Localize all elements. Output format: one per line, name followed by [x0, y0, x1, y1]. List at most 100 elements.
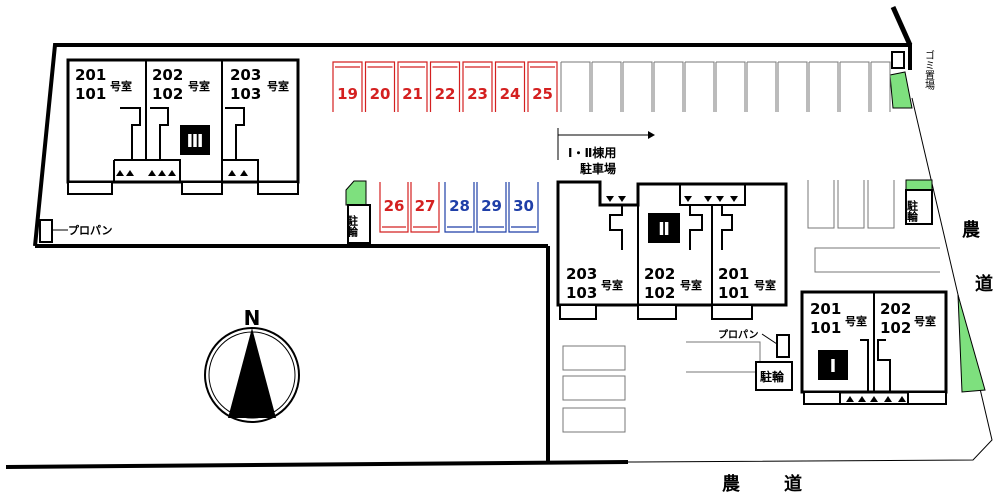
road-right-char-2: 道: [975, 273, 993, 295]
bike-mid-label: 駐輪: [760, 369, 785, 384]
b3-room-2-top: 202: [152, 66, 183, 84]
b1-room-2-top: 202: [880, 300, 911, 318]
b1-room-2-bottom: 102: [880, 319, 911, 337]
b2-room-2-bottom: 102: [644, 284, 675, 302]
bottom-wall: [5, 460, 629, 469]
building-2-label: Ⅱ: [658, 219, 670, 240]
building-1-label: Ⅰ: [830, 356, 837, 377]
road-bottom-char-2: 道: [784, 473, 802, 495]
building-2: Ⅱ 203 103 号室 202 102 号室 201 101 号室: [556, 180, 788, 320]
parking-space-22: 22: [429, 61, 461, 112]
building-1-stairs: [860, 339, 891, 392]
road-right-char-1: 農: [962, 220, 981, 241]
propane-right-leader: [761, 333, 778, 345]
site-boundary: [5, 5, 993, 469]
b2-room-1-suffix: 号室: [601, 278, 623, 292]
north-label: N: [244, 306, 261, 330]
propane-left-box: [39, 219, 53, 243]
parking-number: 23: [467, 85, 488, 103]
b1-room-1-bottom: 101: [810, 319, 841, 337]
bike-left-label: 駐輪: [346, 214, 359, 238]
parking-space-26: 26: [379, 182, 409, 233]
parking-space-28: 28: [444, 182, 475, 233]
b3-room-3-top: 203: [230, 66, 261, 84]
b1-room-1-suffix: 号室: [845, 314, 867, 328]
building-1-step-1: [803, 391, 841, 405]
parking-space-outline: [429, 61, 461, 112]
b3-room-2-bottom: 102: [152, 85, 183, 103]
parking-mid: 26 27 28 29 30: [379, 182, 539, 233]
building-3-door-markers: [116, 170, 248, 176]
parking-space-outline: [410, 182, 440, 233]
building-3-step-3: [257, 181, 299, 195]
building-1-entrance: [839, 392, 908, 405]
building-1-door-markers: [846, 396, 906, 402]
parking-space-outline: [379, 182, 409, 233]
building-2-door-markers: [606, 196, 738, 202]
parking-red-top: 19 20 21 22 23 24 25: [332, 61, 558, 112]
parking-space-outline: [494, 61, 526, 112]
north-west-wall: [33, 43, 912, 247]
green-strip-bike-right: [905, 179, 933, 191]
right-thin-boundary: [627, 97, 993, 463]
b3-room-3-bottom: 103: [230, 85, 261, 103]
parking-number: 25: [532, 85, 553, 103]
building-1: Ⅰ 201 101 号室 202 102 号室: [800, 290, 948, 405]
building-2-step-3: [711, 304, 753, 320]
parking-space-20: 20: [364, 61, 396, 112]
parking-number: 22: [435, 85, 456, 103]
b2-room-3-top: 201: [718, 265, 749, 283]
parking-number: 30: [513, 197, 534, 215]
parking-space-23: 23: [462, 61, 493, 112]
b2-room-1-bottom: 103: [566, 284, 597, 302]
gomi-box: [891, 51, 905, 69]
parking-space-30: 30: [508, 182, 539, 233]
bike-left-box: [347, 204, 371, 244]
b3-room-1-top: 201: [75, 66, 106, 84]
parking-white-top: [560, 61, 891, 112]
b3-room-1-suffix: 号室: [110, 79, 132, 93]
green-strip-gomi: [889, 71, 913, 109]
parking-space-outline: [476, 182, 507, 233]
parking-number: 20: [370, 85, 391, 103]
b3-room-2-suffix: 号室: [188, 79, 210, 93]
building-3-step-1: [67, 181, 113, 195]
parking-number: 29: [481, 197, 502, 215]
parking-space-outline: [332, 61, 363, 112]
green-strip-right: [957, 294, 986, 393]
b2-room-3-bottom: 101: [718, 284, 749, 302]
b1-room-1-top: 201: [810, 300, 841, 318]
parking-space-25: 25: [527, 61, 558, 112]
parking-number: 24: [500, 85, 521, 103]
parking-space-21: 21: [397, 61, 428, 112]
b2-room-1-top: 203: [566, 265, 597, 283]
building-2-step-1: [559, 304, 597, 320]
shared-lot-label-2: 駐車場: [580, 161, 616, 176]
building-3: Ⅲ 201 101 号室 202 102 号室 203 103 号室: [66, 58, 300, 195]
building-3-step-2: [181, 181, 223, 195]
b1-room-2-suffix: 号室: [914, 314, 936, 328]
propane-right-box: [776, 334, 790, 358]
parking-number: 28: [449, 197, 470, 215]
gomi-label: ゴミ置場: [923, 49, 935, 91]
b3-room-3-suffix: 号室: [267, 79, 289, 93]
parking-space-19: 19: [332, 61, 363, 112]
building-3-label: Ⅲ: [186, 131, 203, 152]
building-3-stair-2: [225, 107, 245, 160]
parking-space-outline: [444, 182, 475, 233]
building-3-stair-1: [120, 107, 169, 160]
parking-space-outline: [527, 61, 558, 112]
building-2-outline: [556, 180, 788, 307]
b2-room-2-top: 202: [644, 265, 675, 283]
parking-number: 26: [384, 197, 405, 215]
parking-space-27: 27: [410, 182, 440, 233]
parking-space-outline: [364, 61, 396, 112]
green-strip-bike-left: [345, 180, 367, 206]
bike-mid-box: [755, 361, 793, 391]
parking-space-outline: [397, 61, 428, 112]
building-1-label-box: [818, 350, 848, 380]
parking-space-outline: [508, 182, 539, 233]
parking-space-24: 24: [494, 61, 526, 112]
building-2-stairs: [609, 205, 733, 250]
